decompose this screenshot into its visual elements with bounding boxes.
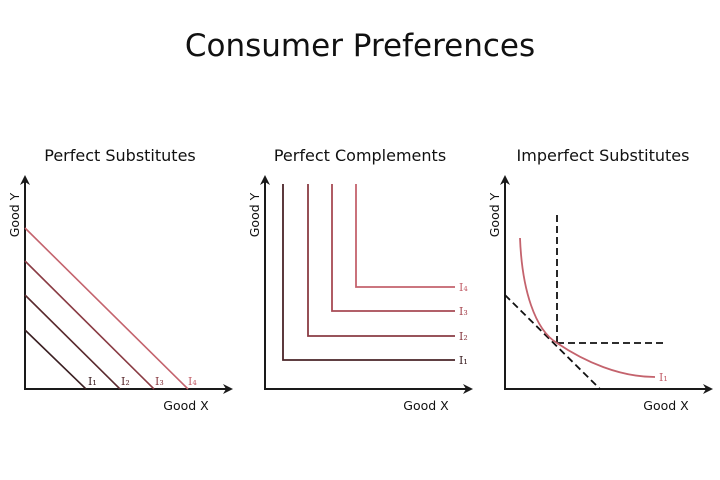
x-axis-label: Good X: [403, 398, 449, 413]
panel-title: Imperfect Substitutes: [517, 146, 690, 165]
indifference-line-4: [24, 227, 189, 390]
curve-label-3: I₃: [155, 375, 164, 388]
indifference-curve-3: [331, 184, 455, 312]
curve-label-1: I₁: [659, 371, 668, 384]
indifference-line-1: [24, 329, 87, 390]
y-axis-label: Good Y: [487, 192, 502, 237]
panel-imperfect-substitutes: Imperfect Substitutes Good Y Good X I₁: [487, 146, 713, 413]
indifference-curve-1: [519, 237, 656, 378]
panel-title: Perfect Complements: [274, 146, 446, 165]
y-axis-label: Good Y: [7, 192, 22, 237]
indifference-line-3: [24, 260, 155, 390]
curve-label-3: I₃: [459, 305, 468, 318]
indifference-curve-1: [282, 184, 455, 361]
curve-label-2: I₂: [459, 330, 468, 343]
curve-label-2: I₂: [121, 375, 130, 388]
x-axis-label: Good X: [643, 398, 689, 413]
curve-label-1: I₁: [88, 375, 97, 388]
y-axis-label: Good Y: [247, 192, 262, 237]
curve-label-4: I₄: [188, 375, 197, 388]
indifference-curve-4: [355, 184, 455, 288]
indifference-curve-2: [307, 184, 455, 337]
panel-title: Perfect Substitutes: [44, 146, 196, 165]
indifference-line-2: [24, 294, 121, 390]
tangent-dashed-line: [504, 294, 601, 390]
x-axis-label: Good X: [163, 398, 209, 413]
panel-perfect-substitutes: Perfect Substitutes Good Y Good X I₁ I₂ …: [7, 146, 233, 413]
panel-perfect-complements: Perfect Complements Good Y Good X I₁ I₂ …: [247, 146, 473, 413]
main-title: Consumer Preferences: [185, 28, 535, 64]
curve-label-4: I₄: [459, 281, 468, 294]
curve-label-1: I₁: [459, 354, 468, 367]
